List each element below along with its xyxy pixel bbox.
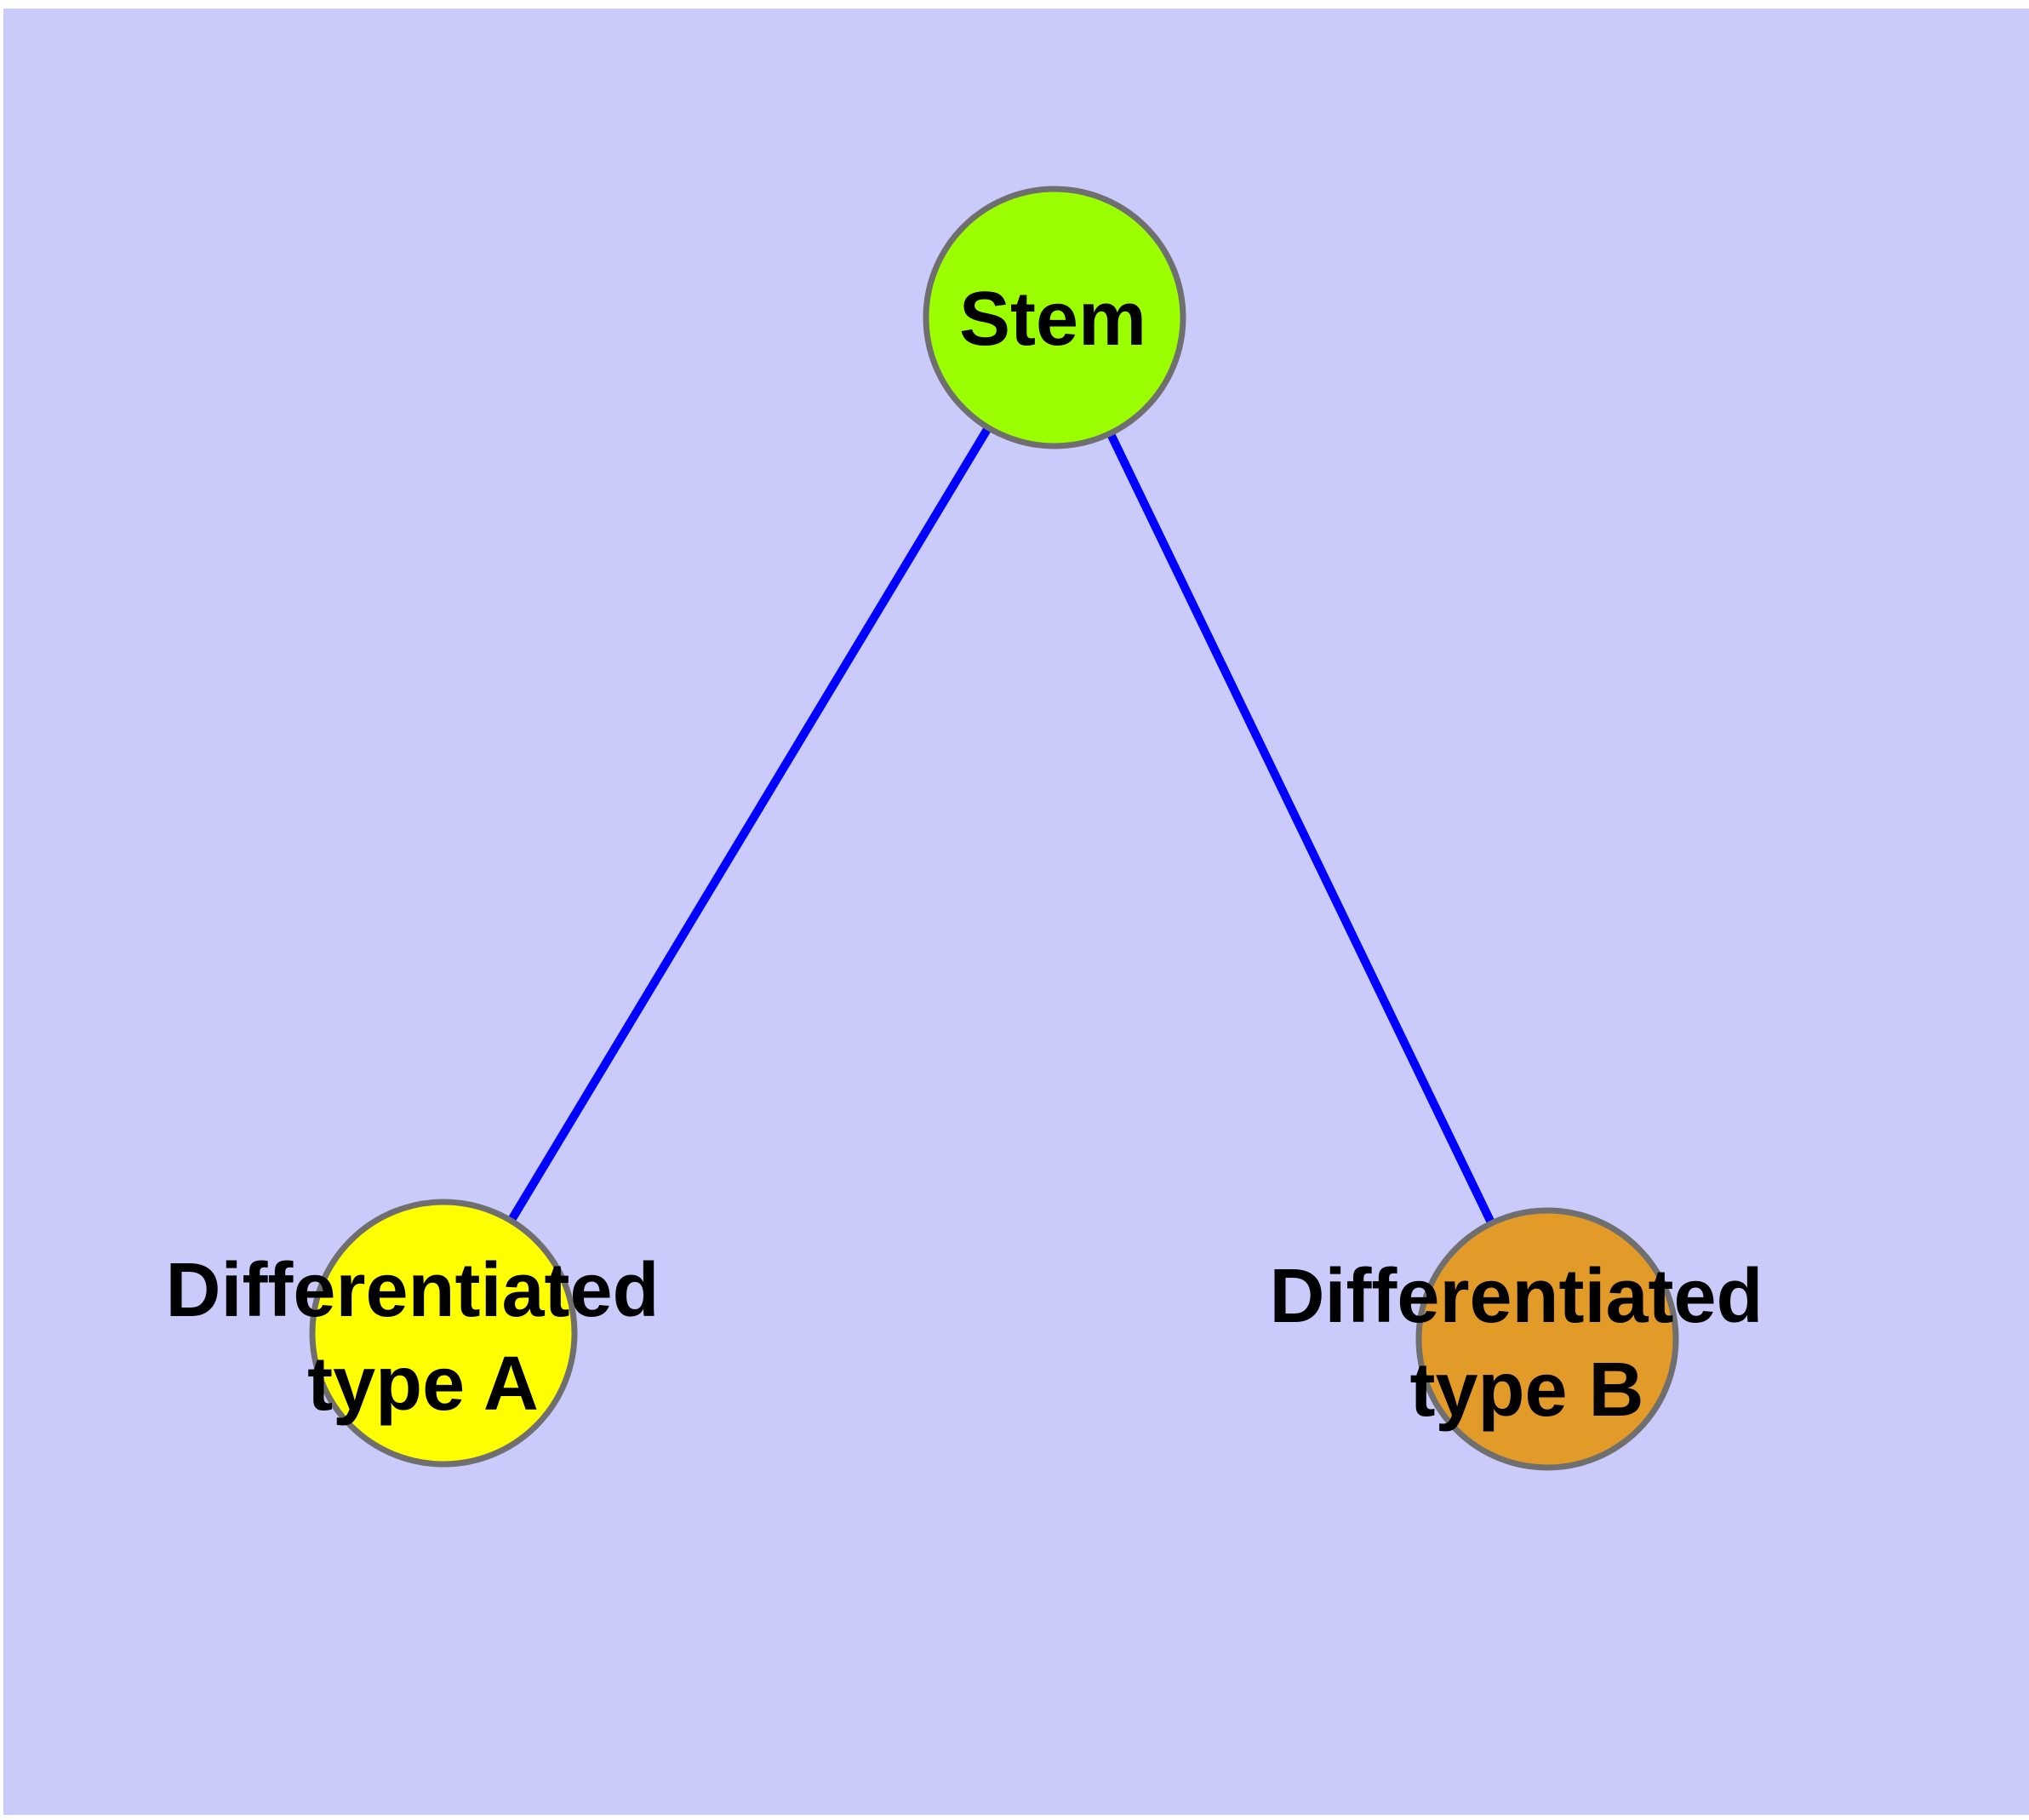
node-differentiated-type-b: Differentiated type B xyxy=(1269,1207,1784,1471)
node-differentiated-type-b-label-line2: type B xyxy=(1409,1348,1643,1433)
node-differentiated-type-b-circle xyxy=(1415,1207,1679,1471)
node-differentiated-type-b-label-line1: Differentiated xyxy=(1269,1254,1763,1339)
node-differentiated-type-a-label-line1: Differentiated xyxy=(165,1248,659,1333)
node-differentiated-type-a-label: Differentiated type A xyxy=(165,1248,680,1427)
edge-stem-to-type-b xyxy=(1050,315,1552,1342)
node-differentiated-type-a-circle xyxy=(309,1199,578,1468)
node-stem-label: Stem xyxy=(959,277,1146,362)
edge-stem-to-type-a xyxy=(439,315,1059,1336)
node-differentiated-type-b-label: Differentiated type B xyxy=(1269,1254,1784,1433)
node-differentiated-type-a: Differentiated type A xyxy=(165,1199,680,1468)
node-differentiated-type-a-label-line2: type A xyxy=(307,1342,539,1427)
node-stem: Stem xyxy=(923,186,1186,449)
node-stem-circle xyxy=(923,186,1186,449)
